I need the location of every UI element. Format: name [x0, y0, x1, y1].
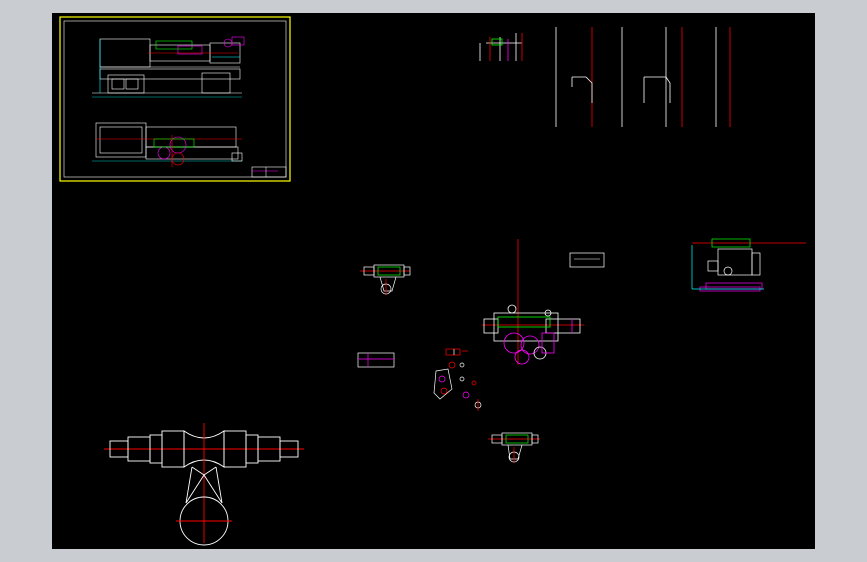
drawing-canvas[interactable] — [52, 13, 815, 549]
parts-cluster[interactable] — [357, 348, 482, 411]
shaft-small-left[interactable] — [360, 264, 411, 295]
plan-view — [92, 122, 243, 167]
spindle-section[interactable] — [479, 27, 731, 127]
headstock-detail[interactable] — [482, 239, 584, 365]
gearbox-detail[interactable] — [691, 238, 806, 292]
title-block — [251, 166, 287, 178]
sheet-inner-border — [63, 20, 287, 178]
note-block — [569, 252, 605, 268]
shaft-small-right[interactable] — [488, 432, 540, 463]
sheet-border — [59, 16, 291, 182]
assembly-sheet[interactable] — [59, 16, 291, 182]
shaft-large[interactable] — [104, 423, 304, 546]
side-elevation — [92, 36, 245, 98]
